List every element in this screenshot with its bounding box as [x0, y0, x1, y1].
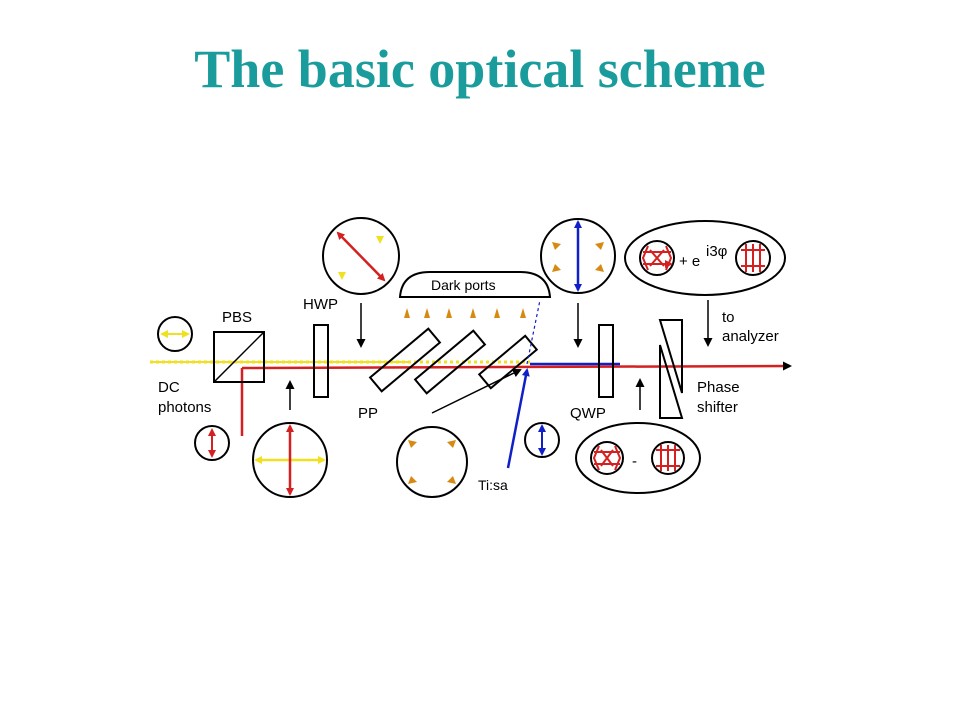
page-title: The basic optical scheme: [194, 39, 766, 99]
dark-ports-box: [398, 271, 552, 298]
phase-label: Phase: [697, 379, 740, 396]
tisa-label: Ti:sa: [478, 477, 508, 493]
phase-shifter-wedges: [658, 319, 684, 419]
input-state-ellipse: [575, 422, 701, 494]
pp-label: PP: [358, 405, 378, 422]
hwp-plate: [313, 324, 329, 398]
dark-port-markers: [404, 308, 526, 318]
shifter-label: shifter: [697, 399, 738, 416]
hwp-out-circle: [322, 217, 400, 295]
qwp-plate: [598, 324, 614, 398]
tisa-pump-beam: [506, 368, 530, 469]
to-label: to: [722, 309, 735, 326]
dc-label: DC: [158, 379, 180, 396]
pbs-label: PBS: [222, 309, 252, 326]
minus-label: -: [632, 453, 637, 470]
pbs-cube: [213, 331, 265, 383]
qwp-in-circle: [540, 218, 616, 294]
photons-label: photons: [158, 399, 211, 416]
pp-out-circle: [396, 426, 468, 498]
hwp-label: HWP: [303, 296, 338, 313]
dark-ports-label: Dark ports: [431, 277, 496, 293]
red-polarization-circle: [194, 425, 230, 461]
pp-arrow: [431, 369, 522, 414]
phase-exponent: i3φ: [706, 243, 728, 260]
analyzer-label: analyzer: [722, 328, 779, 345]
dc-polarization-circle: [157, 316, 193, 352]
output-state-ellipse: [624, 220, 786, 296]
tisa-polarization-circle: [524, 422, 560, 458]
qwp-label: QWP: [570, 405, 606, 422]
plus-e-label: + e: [679, 253, 700, 270]
hwp-in-circle: [252, 422, 328, 498]
dark-port-dashed: [526, 299, 541, 365]
pp-plates: [368, 327, 539, 395]
